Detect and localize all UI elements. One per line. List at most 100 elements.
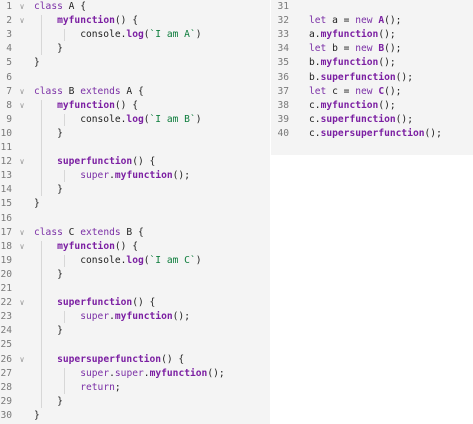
code-text: let a = new A(); — [309, 15, 402, 27]
code-line-14: 14 } — [0, 183, 270, 197]
line-number: 3 — [6, 29, 12, 41]
code-text: super.myfunction(); — [80, 311, 190, 323]
code-text: } — [34, 57, 40, 69]
code-text: } — [34, 127, 63, 139]
line-number: 25 — [0, 339, 12, 351]
code-text: myfunction() { — [57, 240, 138, 252]
code-line-29: 29 } — [0, 395, 270, 409]
code-text: return; — [80, 381, 121, 393]
code-text: super.myfunction(); — [80, 170, 190, 182]
code-text: c.supersuperfunction(); — [309, 127, 442, 139]
fold-chevron-icon[interactable]: ∨ — [19, 157, 25, 167]
fold-chevron-icon[interactable]: ∨ — [19, 298, 25, 308]
fold-chevron-icon[interactable]: ∨ — [19, 227, 25, 237]
code-line-1: 1∨class A { — [0, 0, 270, 14]
fold-chevron-icon[interactable]: ∨ — [19, 86, 25, 96]
line-number: 16 — [0, 212, 12, 224]
code-text: } — [34, 268, 63, 280]
line-number: 24 — [0, 325, 12, 337]
line-number: 22 — [0, 297, 12, 309]
code-line-22: 22∨ superfunction() { — [0, 296, 270, 310]
code-text: } — [34, 395, 63, 407]
code-line-3: 3 console.log(`I am A`) — [0, 28, 270, 42]
code-line-6: 6 — [0, 71, 270, 85]
fold-chevron-icon[interactable]: ∨ — [19, 241, 25, 251]
code-line-21: 21 — [0, 282, 270, 296]
code-text: b.myfunction(); — [309, 57, 396, 69]
code-line-2: 2∨ myfunction() { — [0, 14, 270, 28]
code-line-19: 19 console.log(`I am C`) — [0, 254, 270, 268]
line-number: 6 — [6, 71, 12, 83]
fold-chevron-icon[interactable]: ∨ — [19, 16, 25, 26]
line-number: 35 — [277, 57, 289, 69]
code-line-13: 13 super.myfunction(); — [0, 169, 270, 183]
indent-guide — [64, 367, 65, 394]
line-number: 12 — [0, 156, 12, 168]
code-text: } — [34, 325, 63, 337]
code-line-8: 8∨ myfunction() { — [0, 99, 270, 113]
line-number: 17 — [0, 226, 12, 238]
code-text: let b = new B(); — [309, 43, 402, 55]
code-line-12: 12 ∨ superfunction() { — [0, 155, 270, 169]
line-number: 18 — [0, 240, 12, 252]
indent-guide — [41, 15, 42, 56]
code-text: let c = new C(); — [309, 85, 402, 97]
code-text: super.super.myfunction(); — [80, 367, 225, 379]
indent-guide — [64, 254, 65, 267]
line-number: 23 — [0, 311, 12, 323]
code-line-11: 11 — [0, 141, 270, 155]
code-text: supersuperfunction() { — [57, 353, 185, 365]
line-number: 30 — [0, 409, 12, 421]
code-text: superfunction() { — [57, 156, 156, 168]
code-text: c.myfunction(); — [309, 99, 396, 111]
code-line-25: 25 — [0, 338, 270, 352]
code-line-30: 30} — [0, 409, 270, 423]
line-number: 28 — [0, 381, 12, 393]
code-line-20: 20 } — [0, 268, 270, 282]
line-number: 39 — [277, 113, 289, 125]
indent-guide — [41, 240, 42, 408]
fold-chevron-icon[interactable]: ∨ — [19, 100, 25, 110]
line-number: 1 — [6, 1, 12, 12]
line-number: 36 — [277, 71, 289, 83]
code-text: myfunction() { — [57, 15, 138, 27]
line-number: 40 — [277, 127, 289, 139]
line-number: 15 — [0, 198, 12, 210]
line-number: 31 — [277, 1, 289, 12]
code-line-40: 40 c.supersuperfunction(); — [271, 127, 473, 141]
code-line-5: 5} — [0, 56, 270, 70]
line-number: 14 — [0, 184, 12, 196]
code-text: } — [34, 409, 40, 421]
code-line-7: 7∨class B extends A { — [0, 85, 270, 99]
line-number: 9 — [6, 113, 12, 125]
indent-guide — [64, 29, 65, 42]
line-number: 7 — [6, 85, 12, 97]
code-editor-left-pane: 1∨class A {2∨ myfunction() {3 console.lo… — [0, 0, 270, 424]
code-text: } — [34, 198, 40, 210]
line-number: 38 — [277, 99, 289, 111]
code-line-24: 24 } — [0, 324, 270, 338]
line-number: 33 — [277, 29, 289, 41]
code-text: myfunction() { — [57, 99, 138, 111]
code-text: console.log(`I am B`) — [34, 113, 202, 125]
fold-chevron-icon[interactable]: ∨ — [19, 2, 25, 11]
code-text: } — [34, 184, 63, 196]
fold-chevron-icon[interactable]: ∨ — [19, 354, 25, 364]
indent-guide — [64, 113, 65, 126]
code-line-18: 18 ∨ myfunction() { — [0, 240, 270, 254]
indent-guide — [64, 311, 65, 324]
code-line-15: 15} — [0, 197, 270, 211]
line-number: 10 — [0, 127, 12, 139]
line-number: 21 — [0, 283, 12, 294]
code-text: b.superfunction(); — [309, 71, 413, 83]
line-number: 20 — [0, 268, 12, 280]
line-number: 11 — [0, 142, 12, 153]
code-text: class C extends B { — [34, 226, 144, 238]
line-number: 32 — [277, 15, 289, 27]
code-line-9: 9 console.log(`I am B`) — [0, 113, 270, 127]
line-number: 4 — [6, 43, 12, 55]
code-line-38: 38 c.myfunction(); — [271, 99, 473, 113]
